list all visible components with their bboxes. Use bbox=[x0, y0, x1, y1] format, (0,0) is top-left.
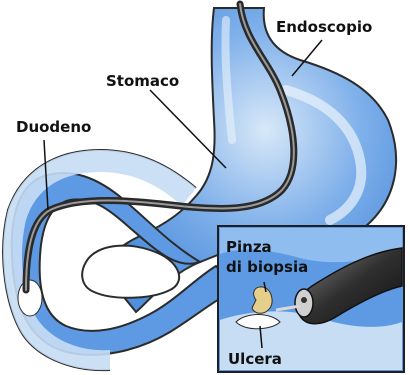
label-pinza: Pinza bbox=[226, 238, 272, 256]
label-stomaco: Stomaco bbox=[106, 72, 179, 90]
endoscope-lens bbox=[301, 297, 307, 303]
label-ulcera: Ulcera bbox=[228, 350, 282, 368]
duodenum-lumen-spot bbox=[18, 280, 42, 316]
label-duodeno: Duodeno bbox=[16, 118, 91, 136]
label-endoscopio: Endoscopio bbox=[276, 18, 372, 36]
label-di-biopsia: di biopsia bbox=[226, 258, 308, 276]
